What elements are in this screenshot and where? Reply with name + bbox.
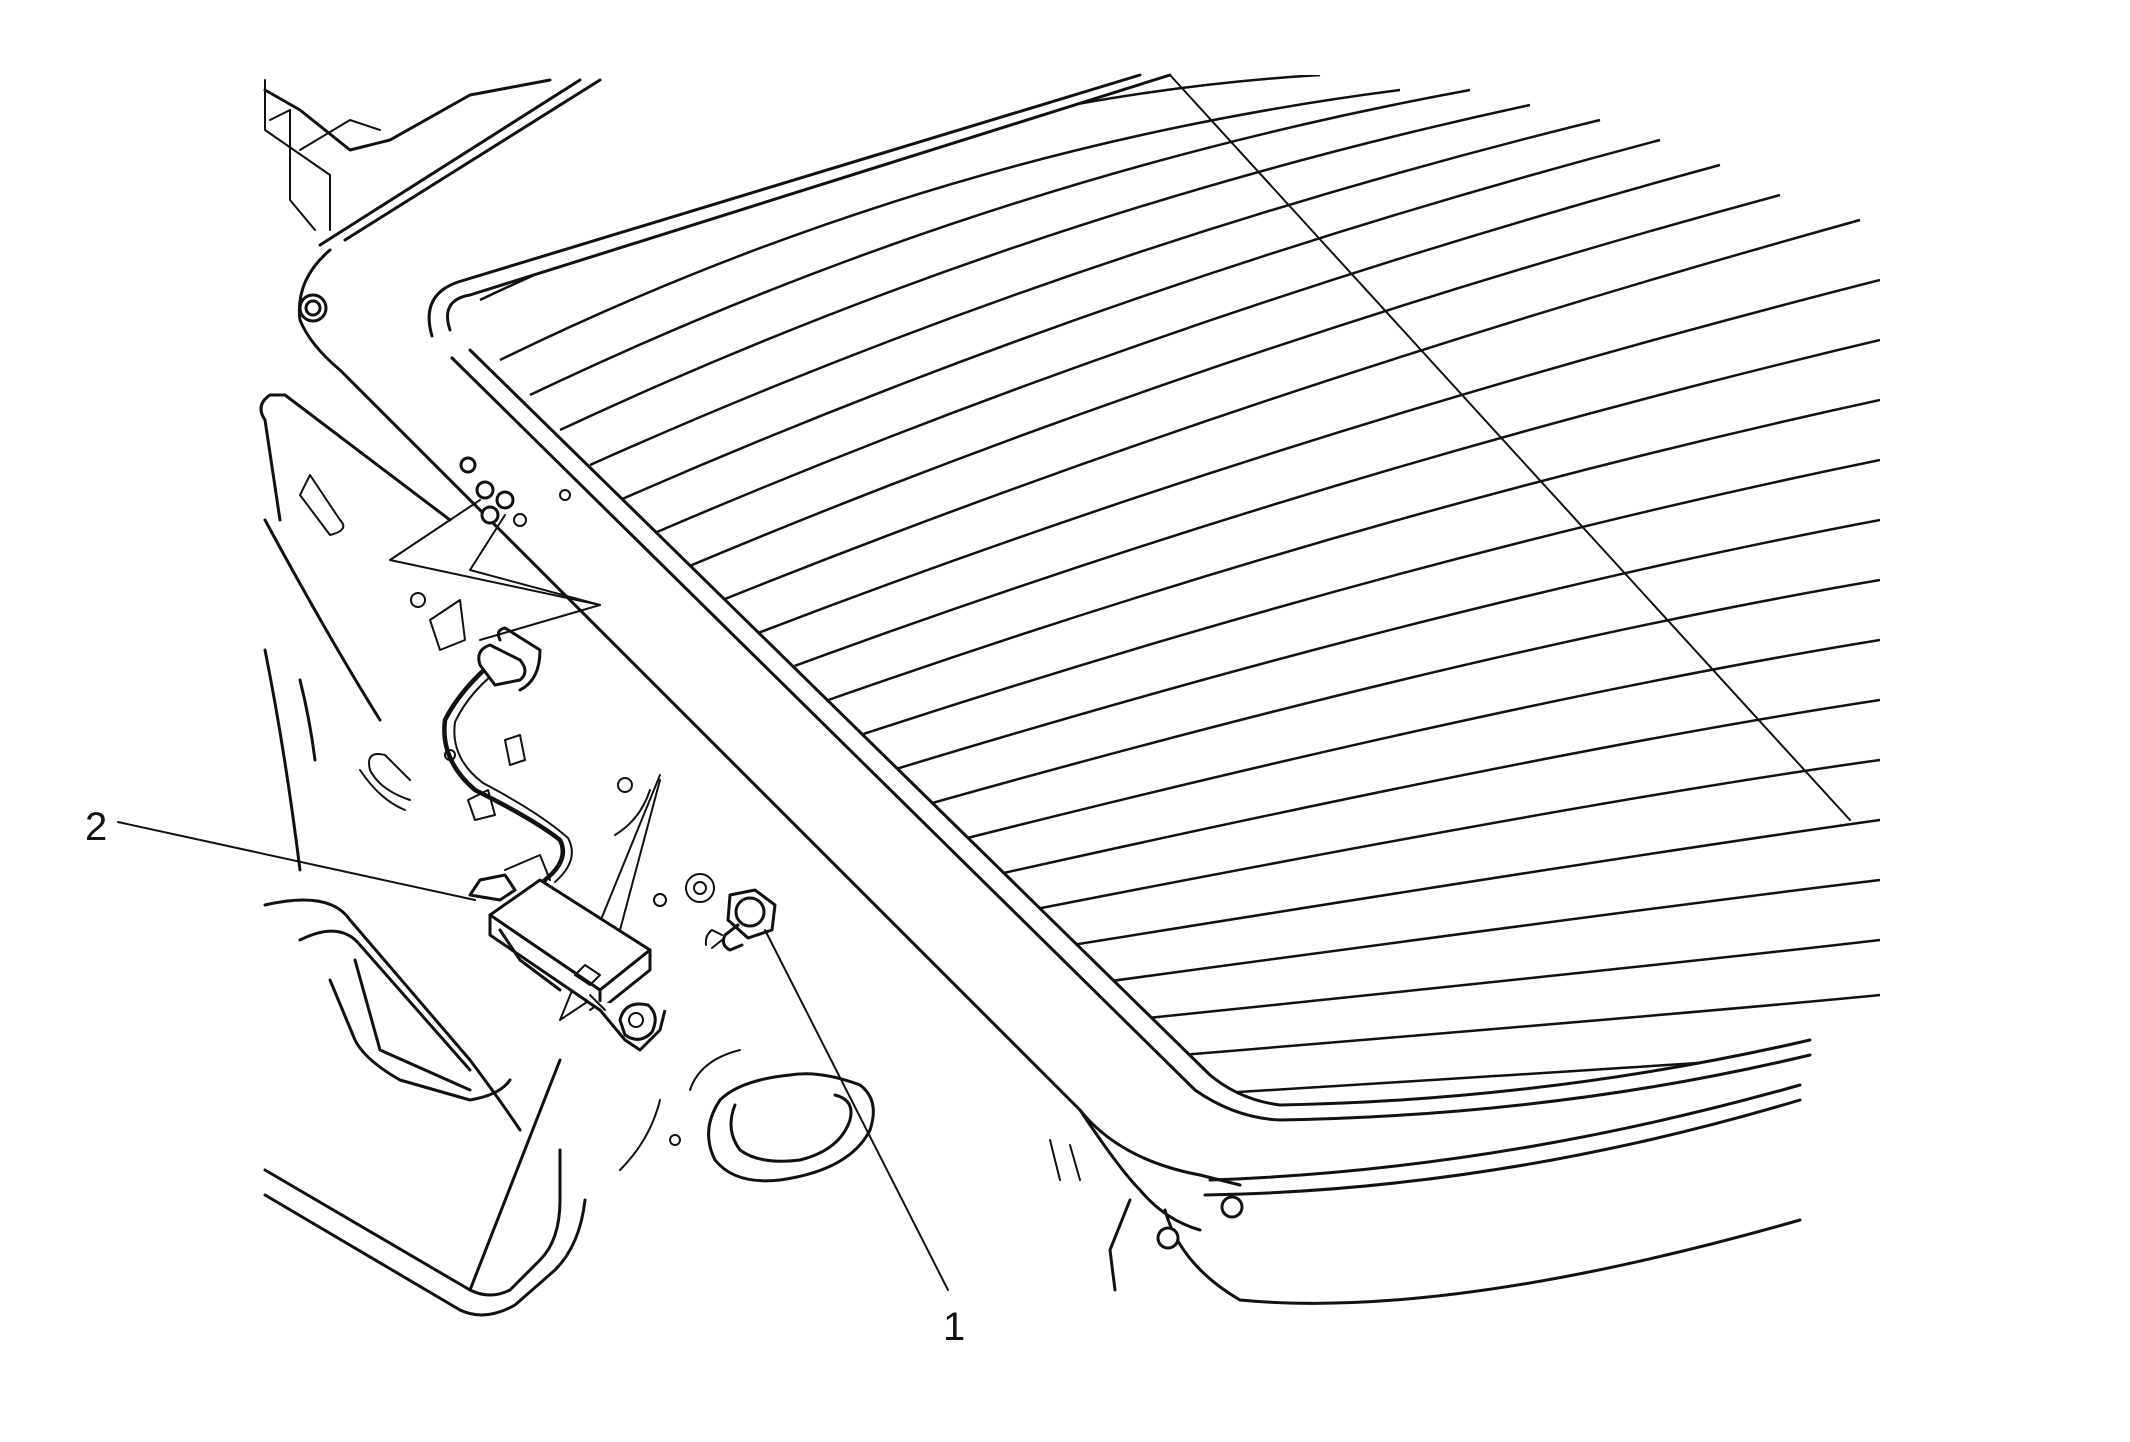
rear-window-glass [427, 73, 1880, 1122]
callout-1-leader [764, 929, 949, 1291]
bolt [685, 873, 777, 952]
callout-2-leader [117, 821, 476, 901]
inner-trim-panel [259, 393, 875, 1317]
callout-leaders [117, 821, 949, 1291]
callout-1-label: 1 [943, 1305, 965, 1349]
wiring-harness [389, 456, 661, 1021]
liftgate-panel [263, 78, 1802, 1305]
callout-2-label: 2 [85, 805, 107, 849]
control-module [468, 854, 667, 1052]
